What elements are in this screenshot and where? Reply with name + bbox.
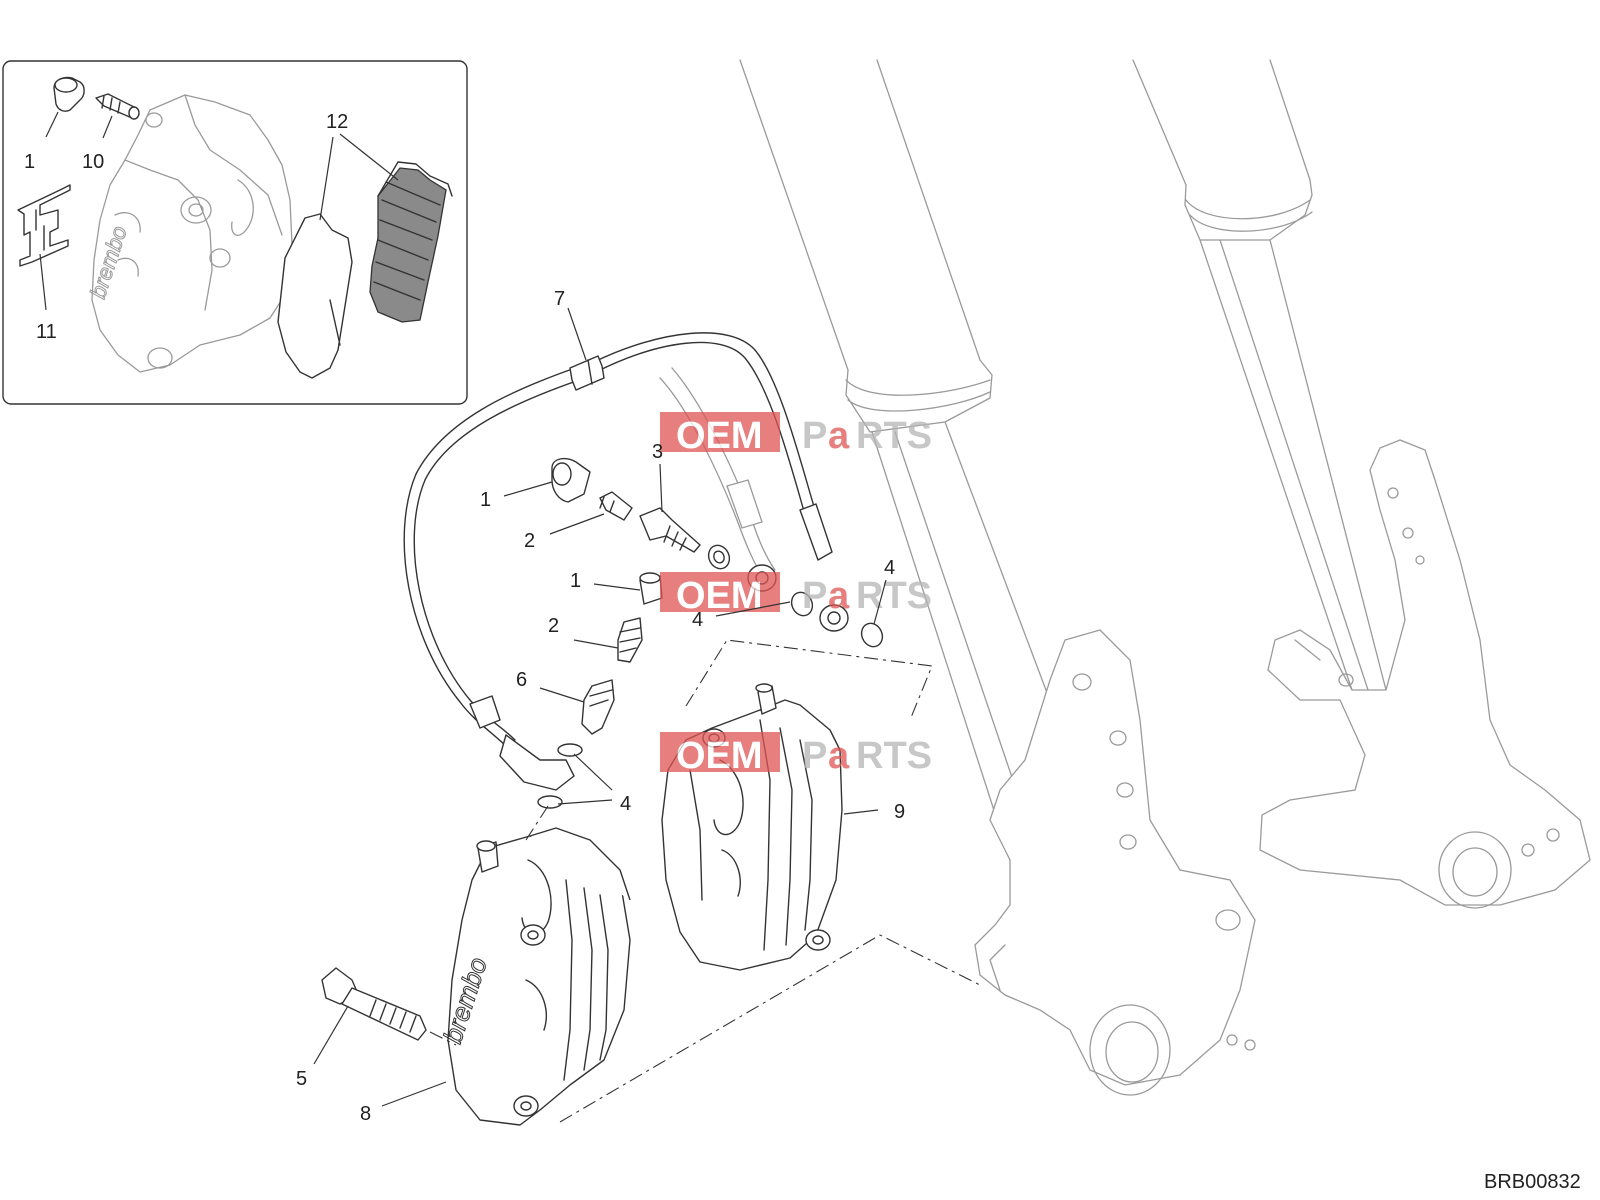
callout-4-middle: 4 <box>692 609 703 631</box>
inset-panel: brembo 1 10 11 <box>2 60 468 405</box>
watermark-rts-2: RTS <box>856 575 932 617</box>
inset-pad-spring <box>17 184 71 267</box>
inset-bleed-cap <box>53 76 85 112</box>
watermark-p-2: P <box>802 575 827 617</box>
callout-12-inset: 12 <box>326 111 348 133</box>
watermark-p-1: P <box>802 415 827 457</box>
watermark-a-3: a <box>828 735 850 777</box>
callout-1-lower: 1 <box>570 570 581 592</box>
watermark-rts-3: RTS <box>856 735 932 777</box>
watermark-oem-2: OEM <box>676 575 763 617</box>
callout-1-upper: 1 <box>480 489 491 511</box>
watermark-a-2: a <box>828 575 850 617</box>
callout-4-right: 4 <box>884 557 895 579</box>
callout-9: 9 <box>894 801 905 823</box>
callout-4-lower: 4 <box>620 793 631 815</box>
inset-bleed-valve <box>95 93 140 120</box>
main-callouts: 7 1 3 2 1 4 4 2 6 9 4 5 8 <box>296 288 905 1125</box>
caliper-8: brembo <box>437 805 981 1126</box>
watermark-p-3: P <box>802 735 827 777</box>
inset-brake-pads <box>277 161 453 379</box>
watermark: OEM P a RTS OEM P a RTS OEM P a RTS <box>660 412 932 777</box>
watermark-row-2: OEM P a RTS <box>660 572 932 617</box>
callout-8: 8 <box>360 1103 371 1125</box>
callout-6: 6 <box>516 669 527 691</box>
mounting-bolt-5 <box>321 967 457 1046</box>
watermark-a-1: a <box>828 415 850 457</box>
fork-assembly <box>739 59 1591 1096</box>
callout-10-inset: 10 <box>82 151 104 173</box>
drawing-reference-code: BRB00832 <box>1484 1171 1581 1193</box>
callout-5: 5 <box>296 1068 307 1090</box>
lower-fitting-stack <box>537 572 663 809</box>
callout-7: 7 <box>554 288 565 310</box>
callout-3: 3 <box>652 441 663 463</box>
watermark-oem-1: OEM <box>676 415 763 457</box>
caliper-9 <box>661 639 933 971</box>
callout-2-lower: 2 <box>548 615 559 637</box>
callout-11-inset: 11 <box>36 321 57 343</box>
watermark-row-3: OEM P a RTS <box>660 732 932 777</box>
callout-1-inset: 1 <box>24 151 35 173</box>
callout-2-upper: 2 <box>524 530 535 552</box>
watermark-rts-1: RTS <box>856 415 932 457</box>
watermark-oem-3: OEM <box>676 735 763 777</box>
upper-fitting-stack <box>551 457 884 648</box>
watermark-row-1: OEM P a RTS <box>660 412 932 457</box>
brake-hose <box>403 332 833 791</box>
